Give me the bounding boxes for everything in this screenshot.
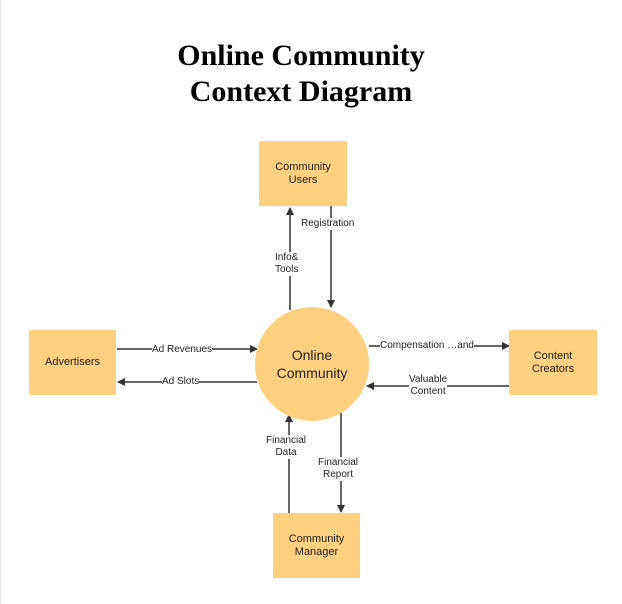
entity-community-users-line2: Users: [288, 173, 318, 186]
title-line-2: Context Diagram: [189, 75, 413, 108]
entity-advertisers[interactable]: Advertisers: [29, 330, 116, 395]
flow-label-info-tools: Info& Tools: [275, 252, 299, 276]
flow-label-registration: Registration: [301, 218, 355, 230]
flow-label-valuable-content: Valuable Content: [409, 374, 448, 398]
flow-label-ad-slots: Ad Slots: [162, 376, 200, 388]
entity-community-users-line1: Community: [275, 160, 331, 173]
entity-community-users[interactable]: Community Users: [259, 141, 347, 206]
flow-label-ad-revenues: Ad Revenues: [152, 344, 213, 356]
entity-community-manager-line1: Community: [288, 532, 345, 545]
flow-label-valuable-content-line1: Valuable: [409, 374, 448, 385]
process-online-community[interactable]: Online Community: [255, 307, 369, 421]
flow-label-compensation: Compensation …and: [380, 340, 474, 352]
flow-label-info-tools-line1: Info&: [275, 252, 299, 263]
title-line-1: Online Community: [177, 39, 425, 72]
entity-content-creators-line1: Content: [533, 349, 573, 362]
flow-label-financial-data: Financial Data: [266, 435, 307, 459]
entity-advertisers-label: Advertisers: [44, 356, 101, 368]
flow-label-info-tools-line2: Tools: [275, 264, 299, 275]
flow-label-financial-data-line1: Financial: [266, 435, 307, 446]
entity-content-creators[interactable]: Content Creators: [509, 330, 597, 395]
flow-label-valuable-content-line2: Content: [410, 386, 446, 397]
diagram-title: Online Community Context Diagram: [1, 38, 601, 110]
flow-label-financial-data-line2: Data: [275, 447, 297, 458]
flow-label-financial-report-line1: Financial: [318, 457, 359, 468]
flow-label-financial-report-line2: Report: [323, 469, 354, 480]
process-label-line2: Community: [276, 365, 348, 381]
entity-community-manager[interactable]: Community Manager: [273, 513, 360, 578]
flow-label-financial-report: Financial Report: [318, 457, 359, 481]
entity-community-manager-line2: Manager: [294, 545, 339, 558]
entity-content-creators-line2: Creators: [531, 362, 575, 375]
process-label-line1: Online: [291, 347, 333, 363]
